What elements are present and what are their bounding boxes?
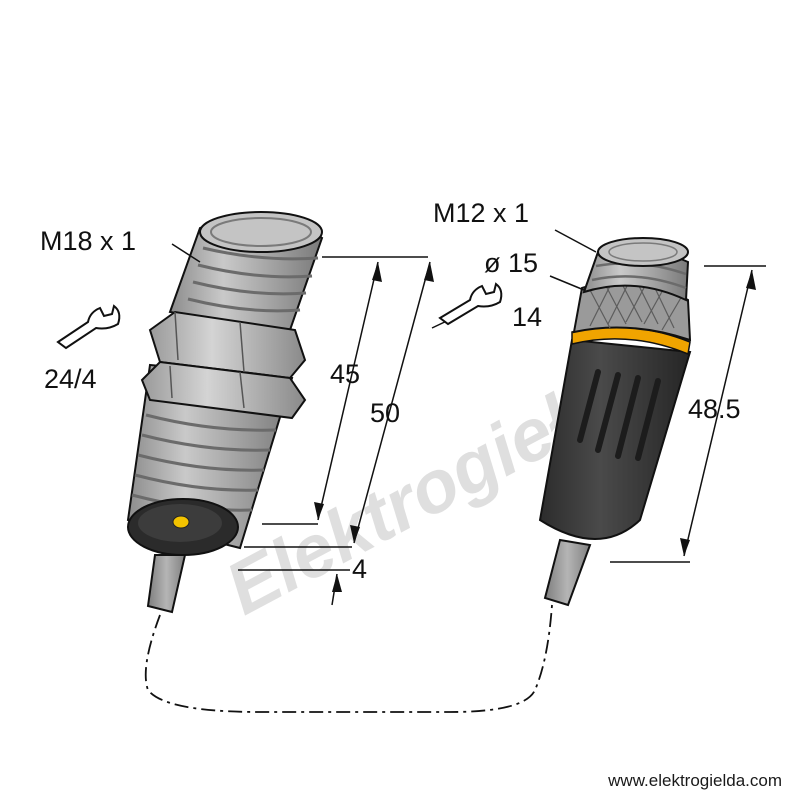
- dimension-arrowheads: [314, 262, 756, 592]
- wrench-icon: [438, 282, 503, 326]
- label-wrench-sensor: 24/4: [44, 364, 97, 394]
- sensor-cable: [146, 554, 187, 614]
- label-dim-48-5: 48.5: [688, 394, 741, 424]
- sensor-lower-nut: [140, 360, 307, 420]
- label-thread-connector: M12 x 1: [433, 198, 529, 228]
- label-wrench-connector: 14: [512, 302, 542, 332]
- label-dim-45: 45: [330, 359, 360, 389]
- label-diameter-connector: ø 15: [484, 248, 538, 278]
- connector-cable: [543, 538, 592, 607]
- label-dim-50: 50: [370, 398, 400, 428]
- sensor-led-indicator: [172, 515, 190, 529]
- connector-m12: [538, 237, 692, 607]
- connector-grip-grooves: [577, 369, 661, 461]
- label-thread-sensor: M18 x 1: [40, 226, 136, 256]
- label-dim-4: 4: [352, 554, 367, 584]
- cable-continuation-line: [144, 604, 553, 713]
- wrench-icon: [56, 304, 121, 350]
- sensor-m18: [126, 211, 324, 614]
- connector-knurl-pattern: [589, 283, 683, 331]
- footer-url: www.elektrogielda.com: [607, 771, 782, 790]
- connector-body: [538, 338, 692, 540]
- sensor-upper-thread-grooves: [187, 246, 319, 313]
